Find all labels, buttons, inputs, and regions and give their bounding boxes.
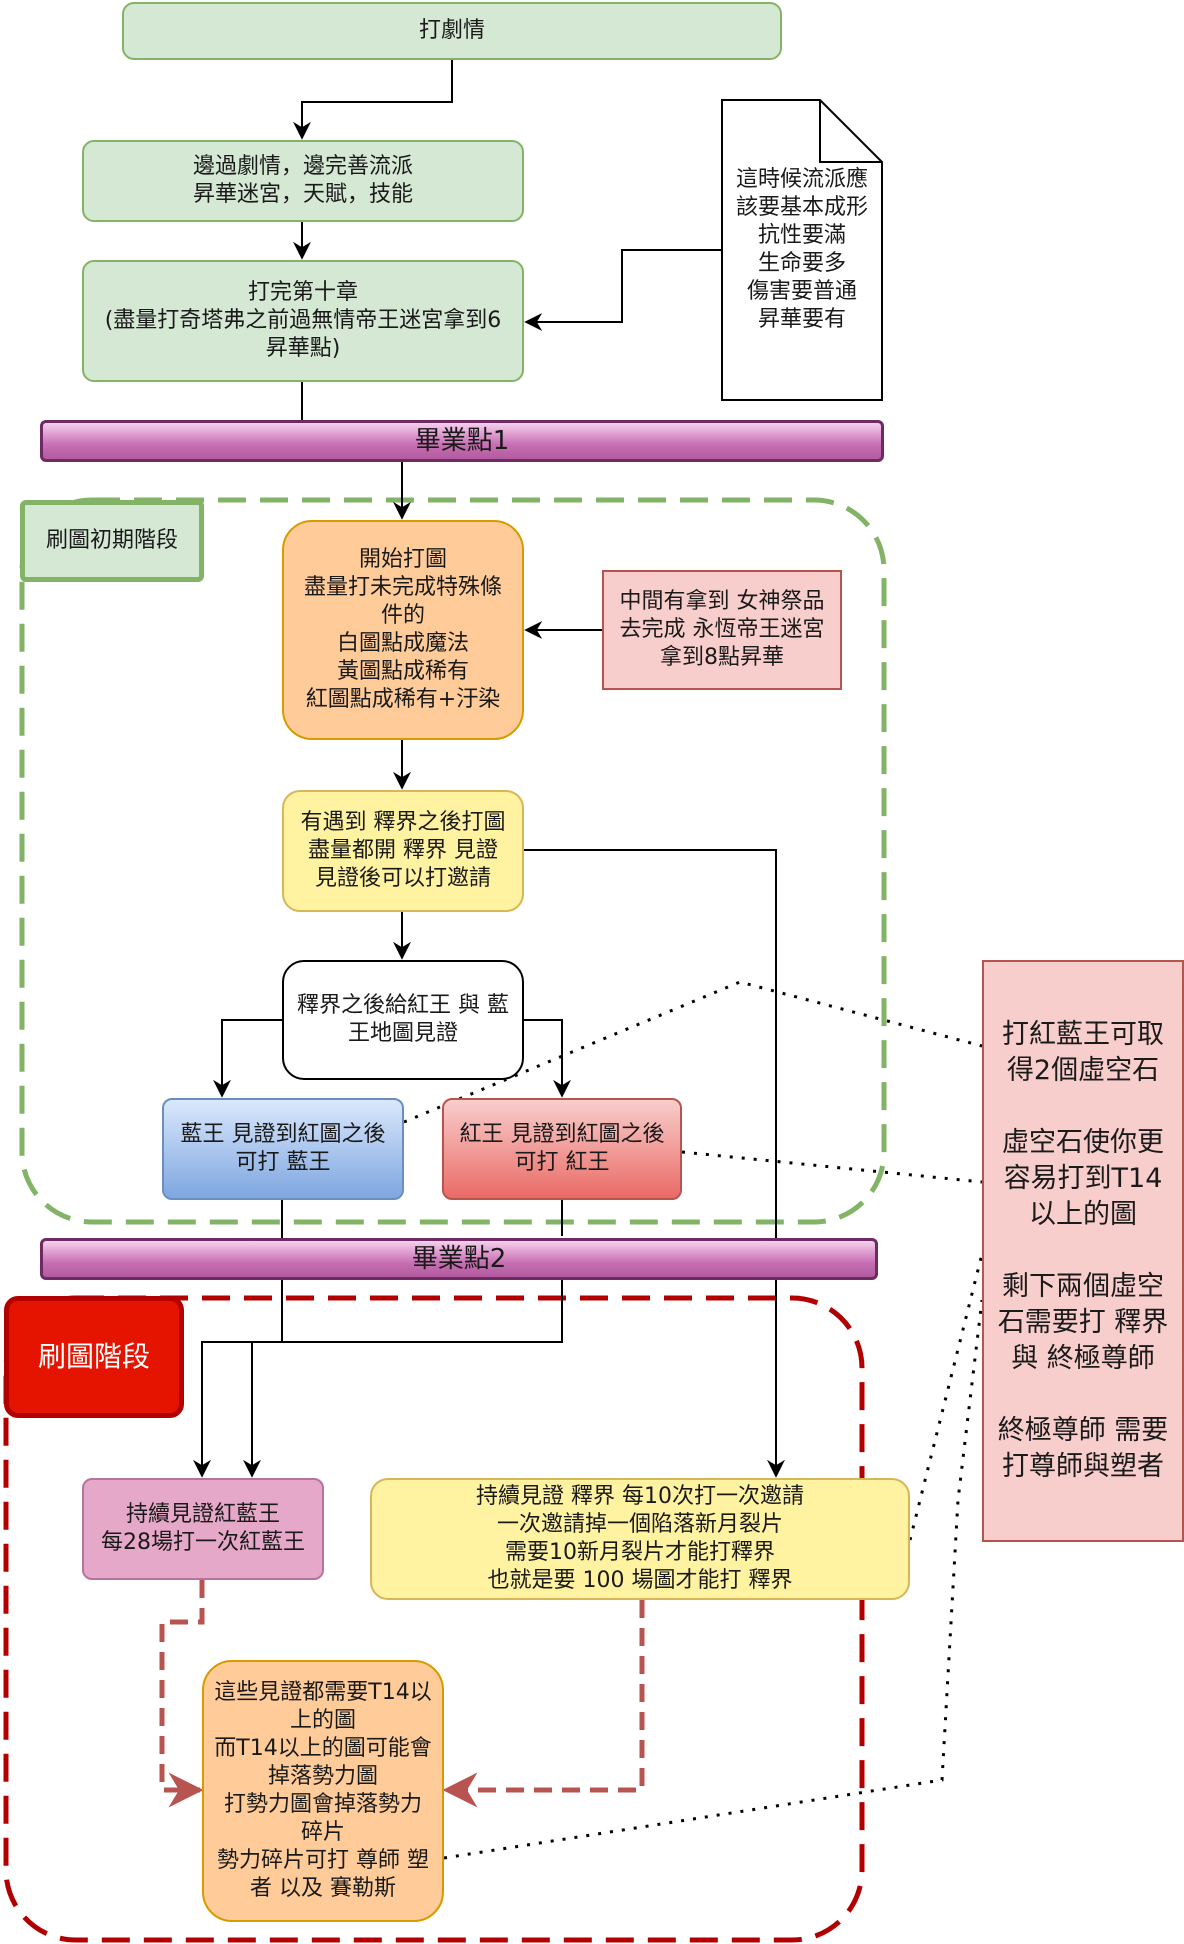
- dotted-blue-sidenote: [403, 980, 983, 1124]
- mapping-phase-label: 刷圖階段: [4, 1296, 184, 1418]
- early-phase-label: 刷圖初期階段: [20, 500, 204, 582]
- edge-continueliberation-t14: [442, 1600, 645, 1808]
- graduation-point-2: 畢業點2: [40, 1238, 878, 1280]
- edge-red-continuekings: [252, 1200, 563, 1476]
- dotted-t14-sidenote: [443, 1299, 984, 1860]
- dotted-red-sidenote: [681, 1150, 983, 1184]
- mapping-phase-container: [3, 1295, 865, 1943]
- node-blue-king: 藍王 見證到紅圖之後 可打 藍王: [162, 1098, 404, 1200]
- edge-doc-chapter10: [524, 249, 722, 331]
- doc-note-shape: [721, 99, 883, 401]
- graduation-point-1: 畢業點1: [40, 420, 884, 462]
- edge-continuekings-t14: [159, 1580, 205, 1808]
- node-start: 打劇情: [122, 2, 782, 60]
- node-start-mapping: 開始打圖 盡量打未完成特殊條 件的 白圖點成魔法 黃圖點成稀有 紅圖點成稀有+汙…: [282, 520, 524, 740]
- node-red-king: 紅王 見證到紅圖之後 可打 紅王: [442, 1098, 682, 1200]
- node-liberation: 有遇到 釋界之後打圖 盡量都開 釋界 見證 見證後可以打邀請: [282, 790, 524, 912]
- edge-after-red: [524, 1019, 571, 1098]
- node-side-quest: 邊過劇情，邊完善流派 昇華迷宮，天賦，技能: [82, 140, 524, 222]
- dotted-continueliberation-sidenote: [908, 1253, 984, 1541]
- node-t14-note: 這些見證都需要T14以 上的圖 而T14以上的圖可能會 掉落勢力圖 打勢力圖會掉…: [202, 1660, 444, 1922]
- node-chapter10: 打完第十章 (盡量打奇塔弗之前過無情帝王迷宮拿到6 昇華點): [82, 260, 524, 382]
- early-phase-container: [19, 497, 887, 1225]
- node-continue-liberation: 持續見證 釋界 每10次打一次邀請 一次邀請掉一個陷落新月裂片 需要10新月裂片…: [370, 1478, 910, 1600]
- node-side-note: 打紅藍王可取 得2個虛空石 虛空石使你更 容易打到T14 以上的圖 剩下兩個虛空…: [982, 960, 1184, 1542]
- node-after-liberation: 釋界之後給紅王 與 藍 王地圖見證: [282, 960, 524, 1080]
- doc-note-fold: [819, 100, 882, 163]
- edge-after-blue: [213, 1019, 282, 1098]
- node-doc-note: 這時候流派應 該要基本成形 抗性要滿 生命要多 傷害要普通 昇華要有: [735, 167, 868, 332]
- edge-start-sidequest: [293, 60, 453, 140]
- node-continue-kings: 持續見證紅藍王 每28場打一次紅藍王: [82, 1478, 324, 1580]
- node-goddess-note: 中間有拿到 女神祭品 去完成 永恆帝王迷宮 拿到8點昇華: [602, 570, 842, 690]
